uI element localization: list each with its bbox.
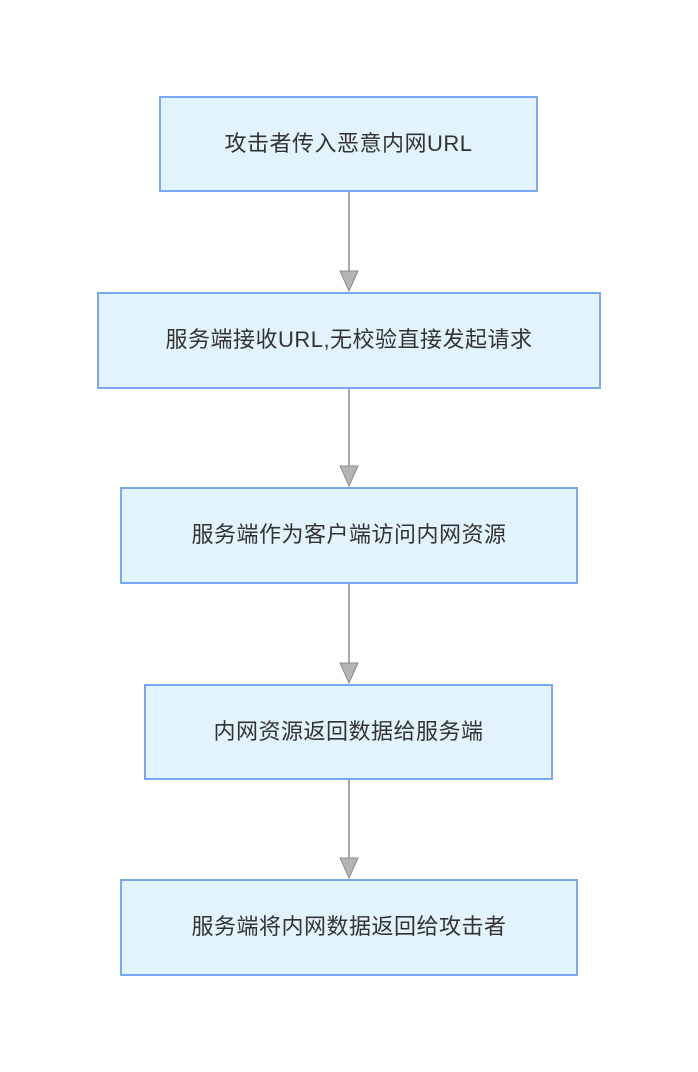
arrow-down-icon <box>339 192 359 292</box>
flow-node-step-3-label: 服务端作为客户端访问内网资源 <box>191 522 507 548</box>
flow-node-step-1-label: 攻击者传入恶意内网URL <box>224 130 473 156</box>
arrow-down-icon <box>339 389 359 487</box>
flow-node-step-2-label: 服务端接收URL,无校验直接发起请求 <box>165 327 533 353</box>
arrow-down-icon <box>339 780 359 879</box>
flow-node-step-2: 服务端接收URL,无校验直接发起请求 <box>97 292 601 389</box>
flow-node-step-5-label: 服务端将内网数据返回给攻击者 <box>191 914 507 940</box>
flow-node-step-4-label: 内网资源返回数据给服务端 <box>213 718 484 744</box>
arrow-down-icon <box>339 584 359 684</box>
flow-node-step-4: 内网资源返回数据给服务端 <box>144 684 553 780</box>
flow-node-step-1: 攻击者传入恶意内网URL <box>159 96 538 192</box>
flow-node-step-5: 服务端将内网数据返回给攻击者 <box>120 879 578 976</box>
flow-node-step-3: 服务端作为客户端访问内网资源 <box>120 487 578 584</box>
